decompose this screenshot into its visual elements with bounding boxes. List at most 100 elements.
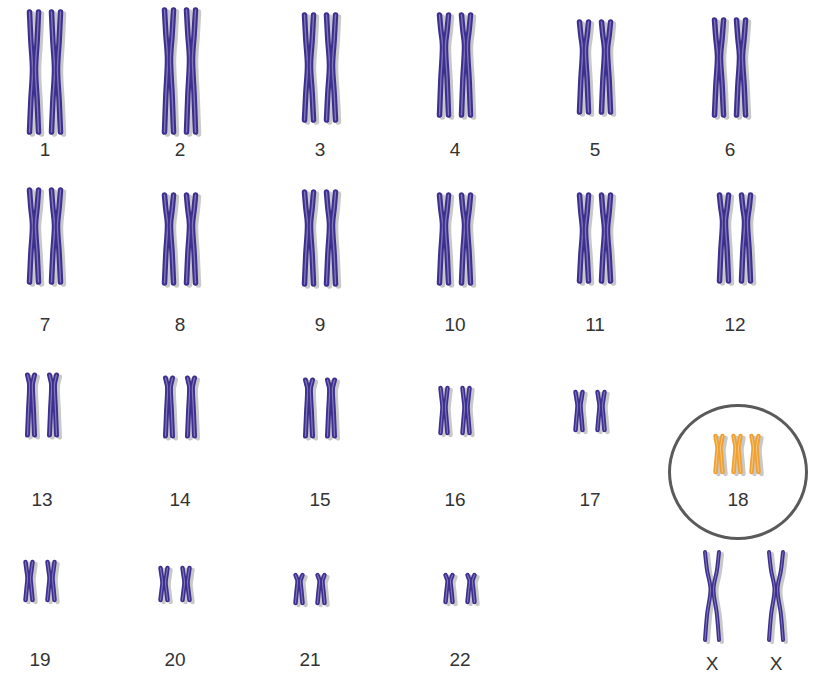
chromatid-highlight: [52, 562, 54, 600]
chromatid: [192, 378, 194, 436]
chromatid: [165, 195, 168, 283]
chromatid: [166, 378, 168, 436]
chromosome-number: 11: [585, 314, 605, 336]
chromatid: [332, 15, 335, 120]
chromosome-group: [716, 436, 762, 474]
chromosome-group: [440, 15, 474, 117]
chromatid: [445, 195, 448, 283]
chromatid-highlight: [30, 190, 33, 282]
chromatid-highlight: [165, 568, 167, 600]
chromatid-highlight: [607, 22, 610, 112]
chromatid-highlight: [35, 190, 38, 282]
chromatid-highlight: [462, 195, 465, 283]
chromatid-highlight: [445, 15, 448, 115]
chromatid: [30, 12, 33, 132]
chromatid: [445, 15, 448, 115]
chromosome-number: 1: [40, 139, 51, 161]
chromatid: [52, 190, 55, 282]
chromatid: [440, 15, 443, 115]
chromatid: [50, 375, 52, 435]
chromatid-highlight: [450, 575, 452, 602]
chromatid-highlight: [720, 436, 722, 472]
chromatid-highlight: [305, 192, 308, 284]
chromatid: [463, 388, 465, 433]
chromatid: [752, 436, 754, 472]
chromosome-number: 2: [175, 139, 186, 161]
chromosome-group: [441, 388, 473, 435]
chromatid-highlight: [332, 192, 335, 284]
chromatid-highlight: [445, 388, 447, 433]
chromatid-highlight: [580, 22, 583, 112]
chromatid: [300, 575, 302, 603]
chromatid: [327, 192, 330, 284]
chromatid-highlight: [170, 378, 172, 436]
chromatid-highlight: [165, 195, 168, 283]
chromatid-highlight: [734, 436, 736, 472]
chromosome-number: 21: [299, 649, 320, 671]
chromatid: [187, 568, 189, 600]
chromosome-number: 12: [724, 314, 745, 336]
chromatid-highlight: [742, 20, 745, 115]
chromatid: [52, 562, 54, 600]
chromatid-highlight: [580, 392, 582, 430]
chromosome-group: [446, 575, 478, 604]
chromatid-highlight: [35, 12, 38, 132]
chromosome-group: [305, 192, 339, 286]
chromatid-highlight: [463, 388, 465, 433]
chromatid-highlight: [725, 195, 728, 281]
chromatid-highlight: [30, 12, 33, 132]
chromosome-number: 5: [590, 139, 601, 161]
chromatid: [738, 436, 740, 472]
chromosome-number: 14: [169, 489, 190, 511]
chromatid: [35, 190, 38, 282]
chromatid: [305, 192, 308, 284]
chromatid: [441, 388, 443, 433]
chromosome-number: 19: [29, 649, 50, 671]
chromatid: [305, 15, 308, 120]
chromatid-highlight: [305, 15, 308, 120]
chromatid-highlight: [720, 195, 723, 281]
chromosome-number: 22: [449, 649, 470, 671]
chromosome-group: [26, 562, 58, 602]
chromosome-group: [165, 10, 199, 134]
chromosome-group: [165, 195, 199, 285]
chromatid: [327, 15, 330, 120]
chromatid: [52, 12, 55, 132]
chromatid-highlight: [30, 562, 32, 600]
chromosome-group: [296, 575, 328, 605]
chromatid: [720, 436, 722, 472]
chromatid: [602, 195, 605, 281]
chromatid-highlight: [187, 10, 190, 132]
chromatid: [332, 192, 335, 284]
chromatid: [716, 436, 718, 472]
chromatid-highlight: [57, 12, 60, 132]
chromatid: [742, 195, 745, 281]
chromatid-highlight: [446, 575, 448, 602]
chromatid-highlight: [310, 192, 313, 284]
chromatid: [188, 378, 190, 436]
chromatid-highlight: [300, 575, 302, 603]
chromatid: [57, 12, 60, 132]
chromatid-highlight: [742, 195, 745, 281]
chromatid-highlight: [170, 10, 173, 132]
chromatid-highlight: [57, 190, 60, 282]
chromosome-number: 13: [31, 489, 52, 511]
chromatid-highlight: [306, 380, 308, 436]
chromatid-highlight: [440, 15, 443, 115]
chromatid-highlight: [327, 15, 330, 120]
chromatid-highlight: [602, 392, 604, 430]
chromosome-number: 10: [444, 314, 465, 336]
chromatid: [170, 195, 173, 283]
chromosome-group: [720, 195, 754, 283]
chromatid: [713, 552, 719, 640]
chromatid: [580, 392, 582, 430]
chromatid: [602, 392, 604, 430]
chromatid-highlight: [440, 195, 443, 283]
chromatid: [170, 378, 172, 436]
chromatid-highlight: [52, 12, 55, 132]
chromatid-highlight: [468, 575, 470, 602]
chromatid: [756, 436, 758, 472]
chromatid-highlight: [48, 562, 50, 600]
chromatid: [35, 12, 38, 132]
